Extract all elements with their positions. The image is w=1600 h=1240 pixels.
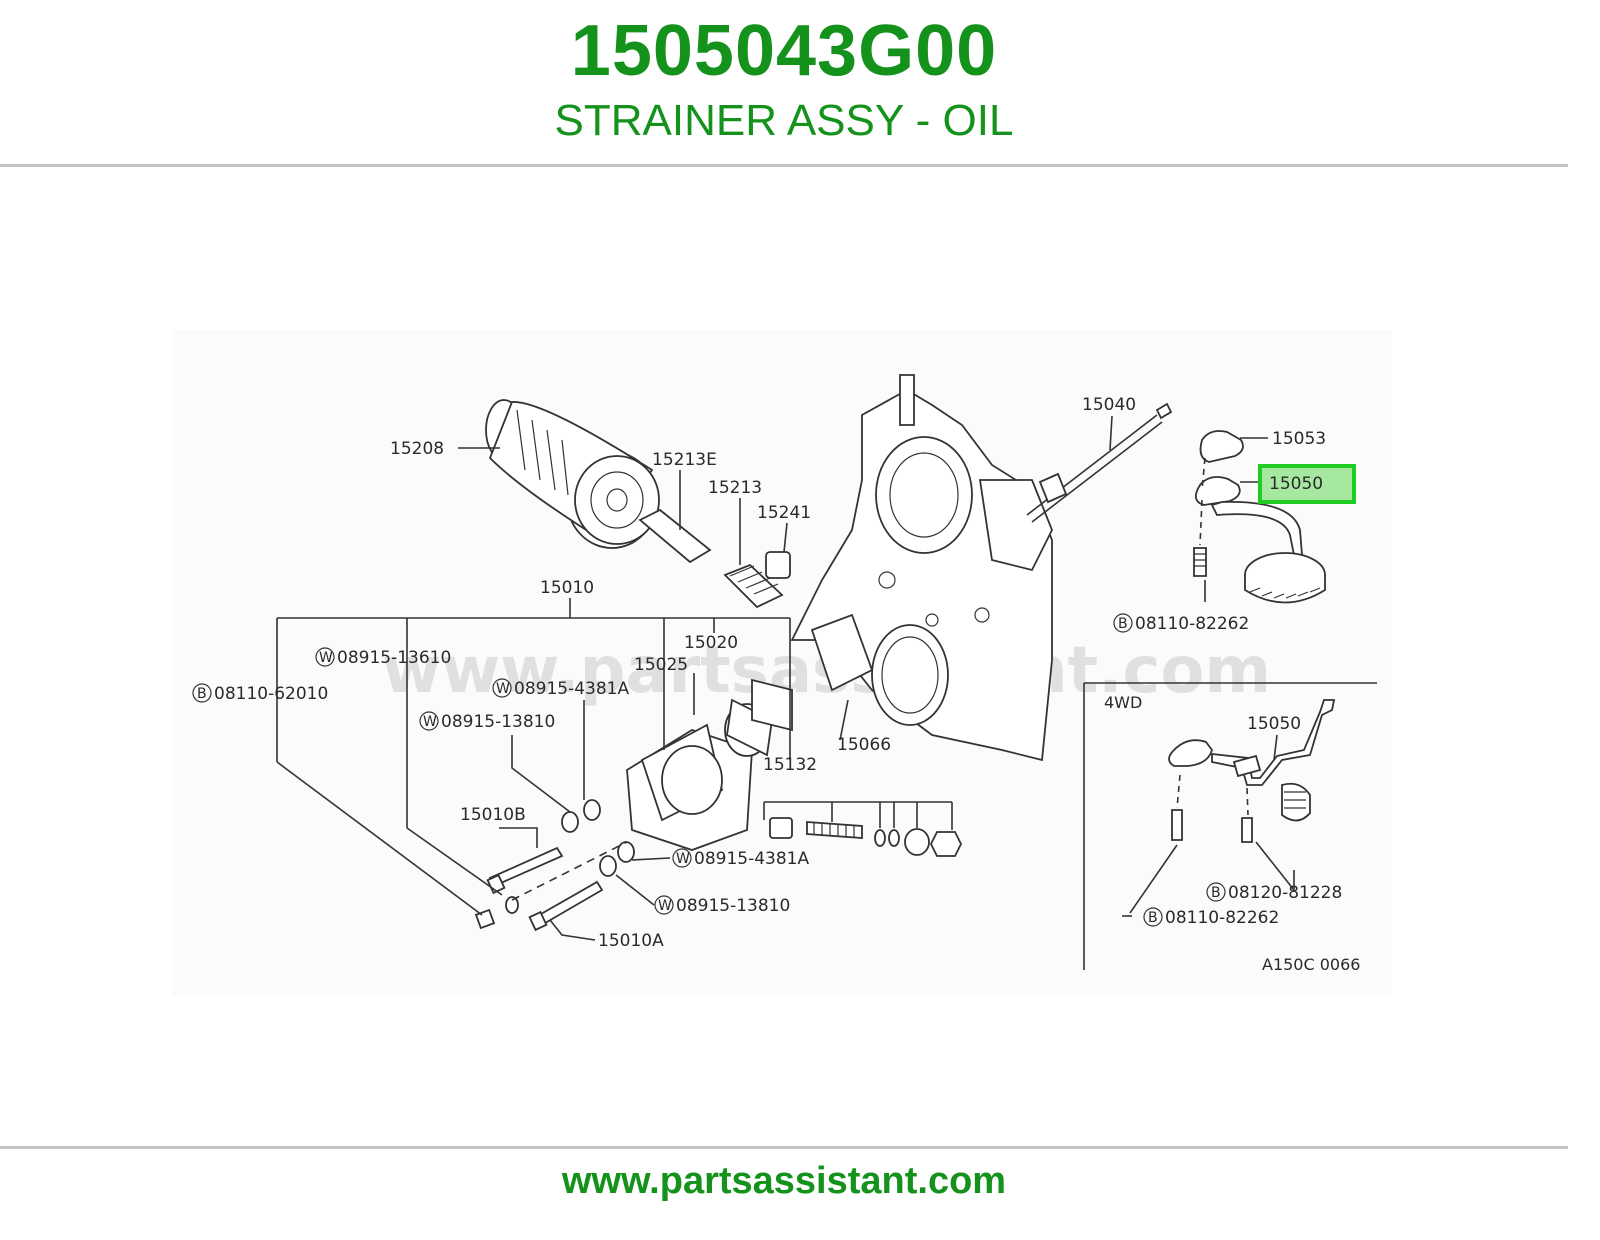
callout-08120-81228-label: 08120-81228 xyxy=(1228,883,1342,903)
callout-washer-08915-4381a-top[interactable]: W 08915-4381A xyxy=(492,678,629,699)
pump-bolts-drawing xyxy=(474,799,635,932)
callout-bolt-08110-62010[interactable]: B 08110-62010 xyxy=(192,683,328,704)
dipstick-15040-drawing xyxy=(1026,402,1173,523)
callout-08915-13810-label: 08915-13810 xyxy=(676,896,790,916)
callout-08110-62010-label: 08110-62010 xyxy=(214,684,328,704)
callout-bolt-08110-82262[interactable]: B 08110-82262 xyxy=(1113,613,1249,634)
header-divider xyxy=(0,164,1568,167)
callout-4wd-08110-82262-label: 08110-82262 xyxy=(1165,908,1279,928)
washer-symbol: W xyxy=(423,714,437,730)
callout-08915-4381a-label: 08915-4381A xyxy=(694,849,809,869)
footer-divider xyxy=(0,1146,1568,1149)
washer-symbol: W xyxy=(658,898,672,914)
callout-bolt-08120-81228[interactable]: B 08120-81228 xyxy=(1206,882,1342,903)
leader-lines xyxy=(276,415,1295,941)
oil-pump-drawing xyxy=(626,678,793,851)
bolt-symbol: B xyxy=(1148,910,1158,926)
washer-symbol: W xyxy=(496,681,510,697)
callout-08915-4381a-label: 08915-4381A xyxy=(514,679,629,699)
plug-15241-drawing xyxy=(765,551,791,579)
callout-15010b[interactable]: 15010B xyxy=(460,805,526,825)
callout-15050[interactable]: 15050 xyxy=(1269,474,1323,494)
callout-15040[interactable]: 15040 xyxy=(1082,395,1136,415)
page-header: 1505043G00 STRAINER ASSY - OIL xyxy=(0,0,1568,166)
callout-15241[interactable]: 15241 xyxy=(757,503,811,523)
callout-15053[interactable]: 15053 xyxy=(1272,429,1326,449)
callout-15208[interactable]: 15208 xyxy=(390,439,444,459)
oil-strainer-drawing xyxy=(1193,430,1326,604)
parts-diagram: www.partsassistant.com xyxy=(172,330,1392,995)
inset-4wd-frame xyxy=(1083,682,1377,970)
highlighted-part-box[interactable] xyxy=(1258,464,1356,504)
callout-15010[interactable]: 15010 xyxy=(540,578,594,598)
figure-code: A150C 0066 xyxy=(1262,955,1360,974)
callout-08110-82262-label: 08110-82262 xyxy=(1135,614,1249,634)
callout-4wd-15050[interactable]: 15050 xyxy=(1247,714,1301,734)
callout-washer-08915-4381a-bottom[interactable]: W 08915-4381A xyxy=(672,848,809,869)
callout-15213e[interactable]: 15213E xyxy=(652,450,717,470)
callout-15010a[interactable]: 15010A xyxy=(598,931,664,951)
washer-symbol: W xyxy=(319,650,333,666)
bolt-symbol: B xyxy=(1211,885,1221,901)
relief-valve-parts-drawing xyxy=(769,817,963,857)
part-number-title: 1505043G00 xyxy=(570,11,998,91)
callout-15132[interactable]: 15132 xyxy=(763,755,817,775)
callout-08915-13810-label: 08915-13810 xyxy=(441,712,555,732)
strainer-4wd-drawing xyxy=(1168,699,1336,843)
oil-filter-drawing xyxy=(485,399,660,549)
spring-15213-drawing xyxy=(723,563,784,609)
callout-15213[interactable]: 15213 xyxy=(708,478,762,498)
gasket-15066-drawing xyxy=(810,613,874,692)
bolt-symbol: B xyxy=(1118,616,1128,632)
callout-15020[interactable]: 15020 xyxy=(684,633,738,653)
callout-15066[interactable]: 15066 xyxy=(837,735,891,755)
bolt-symbol: B xyxy=(197,686,207,702)
callout-washer-08915-13810-top[interactable]: W 08915-13810 xyxy=(419,711,555,732)
washer-symbol: W xyxy=(676,851,690,867)
part-name-subtitle: STRAINER ASSY - OIL xyxy=(554,96,1014,145)
footer-site-link[interactable]: www.partsassistant.com xyxy=(561,1160,1007,1202)
pipe-15213e-drawing xyxy=(638,508,712,564)
callout-washer-08915-13810-bottom[interactable]: W 08915-13810 xyxy=(654,895,790,916)
callout-washer-08915-13610[interactable]: W 08915-13610 xyxy=(315,647,451,668)
callout-4wd-bolt-08110-82262[interactable]: B 08110-82262 xyxy=(1143,907,1279,928)
callout-08915-13610-label: 08915-13610 xyxy=(337,648,451,668)
callout-15025[interactable]: 15025 xyxy=(634,655,688,675)
inset-4wd-label: 4WD xyxy=(1104,693,1142,712)
